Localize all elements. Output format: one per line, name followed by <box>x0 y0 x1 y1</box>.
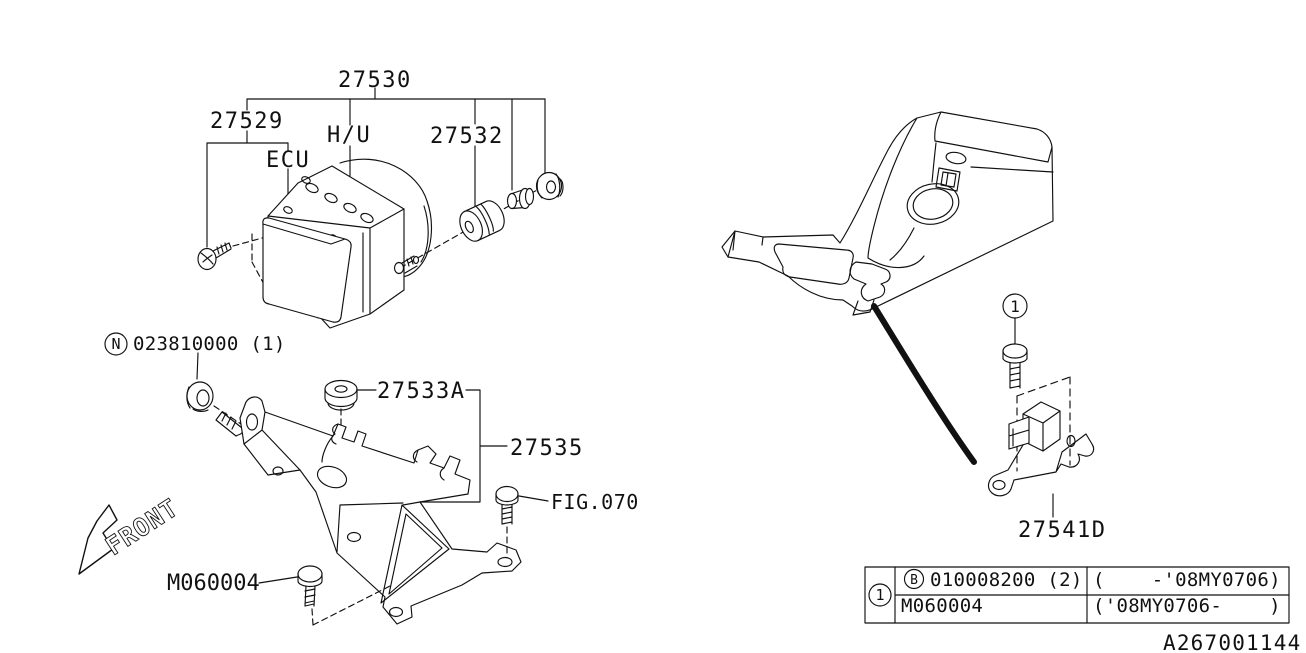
label-27541d: 27541D <box>1018 518 1106 543</box>
clip-prong <box>332 424 338 444</box>
table-range-row2: ('08MY0706- ) <box>1093 595 1281 617</box>
collar-drawing <box>508 189 534 209</box>
nut-27532-drawing <box>537 173 564 200</box>
console-mount-tab <box>850 262 890 315</box>
sensor-connector <box>1009 417 1029 449</box>
location-leader <box>874 306 974 462</box>
unit-stud <box>395 256 419 274</box>
label-ecu: ECU <box>266 148 310 173</box>
circled-n-letter: N <box>111 335 120 353</box>
table-ref-number: 1 <box>875 586 884 604</box>
label-27533a: 27533A <box>377 379 465 404</box>
label-27532: 27532 <box>430 124 504 149</box>
motor-cylinder <box>340 159 431 277</box>
diagram-labels: 27530 27529 H/U ECU 27532 N 023810000 (1… <box>100 68 1301 653</box>
label-27529: 27529 <box>210 109 284 134</box>
applicability-table <box>865 567 1289 623</box>
table-part-row2: M060004 <box>901 595 983 617</box>
front-arrow <box>79 505 117 574</box>
bolt-fig070-drawing <box>496 487 548 556</box>
drawing-number: A267001144 <box>1163 631 1301 653</box>
table-range-row1: ( -'08MY0706) <box>1093 569 1281 591</box>
label-27530: 27530 <box>338 68 412 93</box>
mid-leader-lines <box>357 390 507 502</box>
armrest-lid <box>935 112 1053 172</box>
circled-n-icon <box>105 333 127 355</box>
flange-nut-drawing <box>187 353 213 411</box>
callout-1-number: 1 <box>1010 297 1020 316</box>
label-023810000: 023810000 (1) <box>133 333 286 355</box>
console-drawing <box>722 112 1053 462</box>
bracket-27535-drawing <box>240 397 521 624</box>
tray-cubby <box>774 244 853 284</box>
sensor-27541d-drawing <box>989 377 1094 517</box>
damper-27532-drawing <box>455 197 508 245</box>
label-m060004: M060004 <box>167 571 260 596</box>
bolt-m060004-drawing <box>259 566 392 625</box>
label-hu: H/U <box>327 123 371 148</box>
ecu-box <box>263 218 351 322</box>
circled-b-letter: B <box>910 573 918 588</box>
front-label: FRONT <box>100 493 183 561</box>
table-part-row1: 010008200 (2) <box>930 569 1083 591</box>
label-fig070: FIG.070 <box>551 490 639 514</box>
abs-unit-drawing <box>263 159 432 328</box>
switch-cutout <box>936 168 960 191</box>
screw-drawing <box>198 243 231 270</box>
sensor-bracket <box>989 434 1094 496</box>
bolt-callout1-drawing <box>1003 294 1027 388</box>
cupholder <box>903 179 962 229</box>
label-27535: 27535 <box>510 436 584 461</box>
